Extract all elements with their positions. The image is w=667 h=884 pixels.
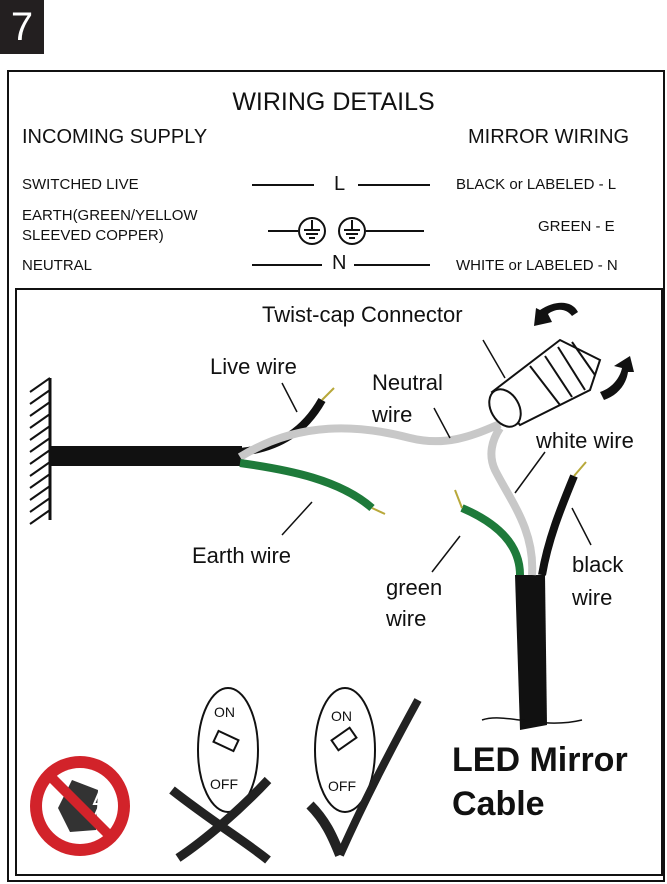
wiring-diagram-frame — [15, 288, 663, 876]
cross-mark — [169, 786, 271, 864]
wall-mount — [29, 377, 52, 525]
live-symbol: L — [334, 173, 346, 195]
supply-cable — [50, 446, 242, 466]
green-wire-label-line2: wire — [386, 606, 427, 631]
switch-correct-on-label: ON — [331, 708, 352, 724]
switch-correct — [306, 687, 422, 857]
twist-cap-connector — [488, 338, 602, 428]
twist-cap-label: Twist-cap Connector — [262, 302, 463, 327]
do-not-touch-warning-icon — [30, 756, 130, 856]
cable-title-line1: LED Mirror — [452, 741, 628, 779]
cable-cut-line — [481, 717, 583, 724]
step-number-badge: 7 — [0, 0, 44, 54]
incoming-supply-header: INCOMING SUPPLY — [22, 126, 208, 148]
mirror-neutral-label: WHITE or LABELED - N — [456, 257, 618, 274]
mirror-live-label: BLACK or LABELED - L — [456, 176, 617, 193]
switched-live-label: SWITCHED LIVE — [22, 176, 139, 193]
earth-wire — [239, 459, 375, 512]
neutral-label: NEUTRAL — [22, 257, 93, 274]
switch-wrong — [169, 687, 272, 864]
black-wire-tip — [573, 461, 587, 477]
page-title: WIRING DETAILS — [232, 88, 435, 116]
mirror-cable — [515, 575, 547, 730]
neutral-wire-label-line1: Neutral — [372, 370, 443, 395]
black-wire — [538, 474, 578, 576]
neutral-wire-label-line2: wire — [372, 402, 413, 427]
green-wire — [460, 504, 524, 576]
leader-lines — [281, 339, 592, 573]
live-wire-label: Live wire — [210, 354, 297, 379]
switch-wrong-off-label: OFF — [210, 776, 238, 792]
earth-label-line1: EARTH(GREEN/YELLOW — [22, 207, 198, 224]
earth-wire-label: Earth wire — [192, 543, 292, 568]
earth-label-line2: SLEEVED COPPER) — [22, 227, 164, 244]
check-mark — [306, 801, 345, 857]
neutral-symbol: N — [332, 252, 347, 274]
green-wire-tip — [454, 489, 463, 509]
green-wire-label-line1: green — [386, 575, 443, 600]
mirror-wiring-header: MIRROR WIRING — [468, 126, 630, 148]
white-wire — [487, 425, 537, 576]
earth-wire-tip — [371, 507, 386, 515]
switch-correct-off-label: OFF — [328, 778, 356, 794]
live-wire — [239, 397, 326, 456]
switch-wrong-on-label: ON — [214, 704, 235, 720]
rotation-arrows — [534, 302, 634, 400]
white-wire-label: white wire — [536, 428, 634, 453]
cable-title-line2: Cable — [452, 785, 545, 823]
mirror-earth-label: GREEN - E — [538, 218, 615, 235]
live-wire-tip — [321, 387, 335, 401]
black-wire-label-line1: black — [572, 552, 624, 577]
wiring-details-frame — [7, 70, 665, 882]
black-wire-label-line2: wire — [572, 585, 613, 610]
earth-symbols — [268, 217, 424, 245]
neutral-wire — [237, 420, 502, 461]
